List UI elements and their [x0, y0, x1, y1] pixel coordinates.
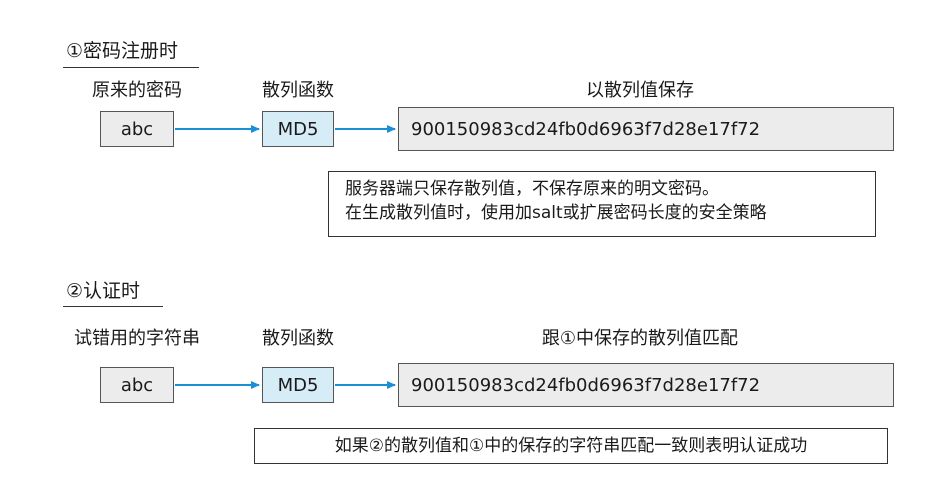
- registration-label-original-password: 原来的密码: [92, 80, 182, 101]
- registration-section-title: ①密码注册时: [66, 40, 179, 62]
- registration-title-underline: [63, 67, 199, 68]
- authentication-note-box: 如果②的散列值和①中的保存的字符串匹配一致则表明认证成功: [254, 428, 888, 464]
- authentication-label-hash-function: 散列函数: [262, 328, 334, 349]
- authentication-section-title: ②认证时: [66, 280, 141, 302]
- registration-label-save-hash: 以散列值保存: [586, 80, 694, 101]
- registration-hash-output-box: 900150983cd24fb0d6963f7d28e17f72: [398, 107, 894, 151]
- registration-note-line-2: 在生成散列值时，使用加salt或扩展密码长度的安全策略: [345, 203, 767, 223]
- authentication-input-box: abc: [100, 367, 174, 403]
- registration-note-box: 服务器端只保存散列值，不保存原来的明文密码。 在生成散列值时，使用加salt或扩…: [328, 171, 876, 237]
- registration-note-line-1: 服务器端只保存散列值，不保存原来的明文密码。: [345, 179, 719, 199]
- registration-label-hash-function: 散列函数: [262, 80, 334, 101]
- registration-md5-box: MD5: [262, 111, 334, 147]
- authentication-title-underline: [63, 306, 163, 307]
- authentication-hash-output-box: 900150983cd24fb0d6963f7d28e17f72: [398, 363, 894, 407]
- registration-input-box: abc: [100, 111, 174, 147]
- authentication-md5-box: MD5: [262, 367, 334, 403]
- authentication-label-trial-string: 试错用的字符串: [74, 328, 200, 349]
- authentication-note-text: 如果②的散列值和①中的保存的字符串匹配一致则表明认证成功: [334, 436, 808, 456]
- authentication-label-match-hash: 跟①中保存的散列值匹配: [541, 328, 739, 349]
